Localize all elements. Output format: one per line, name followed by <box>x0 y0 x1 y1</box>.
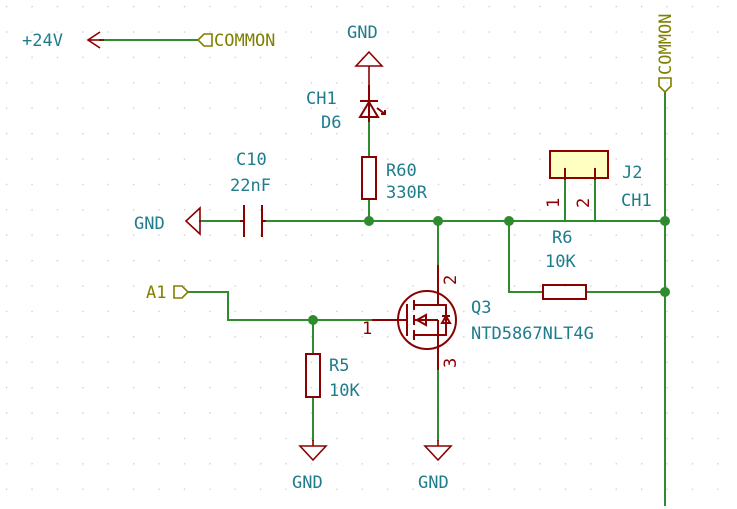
net-label-text: COMMON <box>214 31 275 51</box>
gnd-top: GND <box>347 23 384 85</box>
r6-value: 10K <box>545 252 576 272</box>
q3-value: NTD5867NLT4G <box>471 324 594 344</box>
r5-value: 10K <box>329 381 360 401</box>
mosfet-arrow-icon <box>414 313 427 327</box>
c10-ref: C10 <box>236 150 267 170</box>
connector-j2: 1 2 J2 CH1 <box>544 150 652 211</box>
junction-q3-drain <box>433 216 443 226</box>
global-label-icon <box>173 285 190 299</box>
power-label-gnd: GND <box>134 214 165 234</box>
r60-value: 330R <box>386 183 428 203</box>
q3-pin2-number: 2 <box>441 275 461 285</box>
ground-symbol-icon <box>184 206 201 236</box>
net-label-common-vertical: COMMON <box>656 14 676 94</box>
c10-value: 22nF <box>230 176 271 196</box>
junction-r60 <box>364 216 374 226</box>
j2-ref: J2 <box>622 163 642 183</box>
j2-pin2-number: 2 <box>574 198 594 208</box>
r5-ref: R5 <box>329 356 349 376</box>
junction-common-r6 <box>660 287 670 297</box>
led-value: D6 <box>321 113 341 133</box>
power-label-gnd: GND <box>418 473 449 493</box>
capacitor-c10: C10 22nF <box>230 150 271 237</box>
q3-pin3-number: 3 <box>441 358 461 368</box>
global-label-icon <box>196 33 213 47</box>
junction-gate-r5 <box>308 315 318 325</box>
wires <box>99 39 666 506</box>
ground-symbol-icon <box>298 445 328 462</box>
led-d6: CH1 D6 <box>306 85 386 133</box>
q3-pin1-number: 1 <box>362 319 372 339</box>
global-label-icon <box>658 77 672 94</box>
mosfet-q3: 1 2 3 Q3 NTD5867NLT4G <box>362 265 594 370</box>
net-label-text: COMMON <box>656 14 676 75</box>
r6-ref: R6 <box>552 228 572 248</box>
j2-pin1-number: 1 <box>544 198 564 208</box>
gnd-c10: GND <box>134 206 201 236</box>
power-label-gnd: GND <box>292 473 323 493</box>
power-24v: +24V <box>22 31 104 51</box>
net-label-common-horizontal: COMMON <box>196 31 275 51</box>
resistor-r60: R60 330R <box>361 156 428 203</box>
junction-common-j2 <box>660 216 670 226</box>
power-label-gnd: GND <box>347 23 378 43</box>
resistor-body <box>542 284 587 300</box>
resistor-r5: R5 10K <box>305 353 360 401</box>
gnd-q3: GND <box>418 440 453 493</box>
j2-value: CH1 <box>621 191 652 211</box>
junction-r6 <box>504 216 514 226</box>
body-diode-icon <box>440 313 452 324</box>
net-label-a1: A1 <box>146 283 190 303</box>
gnd-r5: GND <box>292 440 328 493</box>
resistor-r6: R6 10K <box>542 228 587 300</box>
junctions <box>308 216 670 325</box>
resistor-body <box>305 353 321 398</box>
net-label-text: A1 <box>146 283 166 303</box>
q3-ref: Q3 <box>471 298 491 318</box>
r60-ref: R60 <box>386 161 417 181</box>
led-ref: CH1 <box>306 89 337 109</box>
connector-body <box>549 150 609 179</box>
power-label-24v: +24V <box>22 31 63 51</box>
ground-symbol-icon <box>423 445 453 462</box>
resistor-body <box>361 156 377 200</box>
